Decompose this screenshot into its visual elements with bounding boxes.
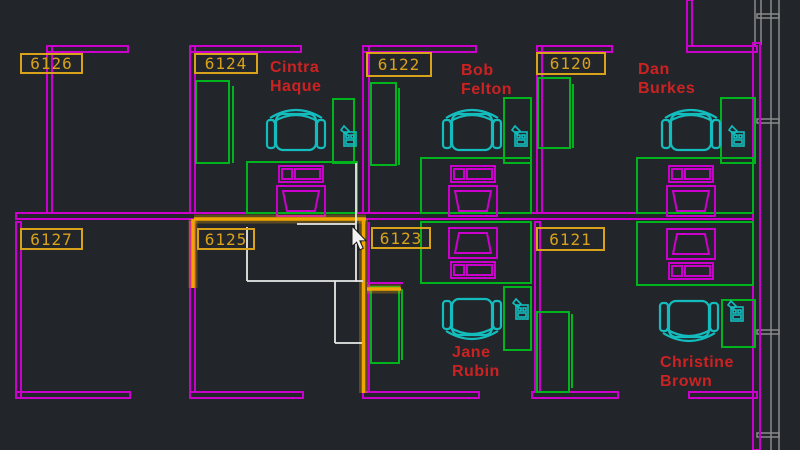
computer-symbol [666,165,716,217]
chair-symbol [658,299,720,343]
room-tag-6122[interactable]: 6122 [366,52,432,77]
room-tag-6127[interactable]: 6127 [20,228,83,250]
occupant-name-6121[interactable]: Christine Brown [660,354,734,390]
room-tag-6126[interactable]: 6126 [20,53,83,74]
cursor-arrow [351,224,368,251]
room-tag-6123[interactable]: 6123 [371,227,431,249]
occupant-name-6120[interactable]: Dan Burkes [638,61,696,97]
chair-symbol [660,108,722,152]
exterior-wall-layer[interactable] [754,0,780,450]
furniture-layer[interactable] [195,77,756,393]
chair-symbol [441,297,503,341]
room-tag-6120[interactable]: 6120 [536,52,606,75]
room-tag-6121[interactable]: 6121 [536,227,605,251]
phone-icon [511,125,528,147]
computer-symbol [448,165,498,217]
selection-preview-lines [246,163,363,344]
computer-symbol [448,227,498,279]
phone-icon [728,125,745,147]
occupant-name-6123[interactable]: Jane Rubin [452,344,500,380]
room-tag-6124[interactable]: 6124 [194,53,258,74]
occupant-name-6122[interactable]: Bob Felton [461,62,512,98]
phone-icon [512,298,529,320]
chair-symbol [441,108,503,152]
room-tag-6125[interactable]: 6125 [197,228,255,250]
phone-icon [727,300,744,322]
chair-symbol [265,108,327,152]
computer-symbol [276,165,326,217]
computer-symbol [666,228,716,280]
occupant-name-6124[interactable]: Cintra Haque [270,59,322,95]
